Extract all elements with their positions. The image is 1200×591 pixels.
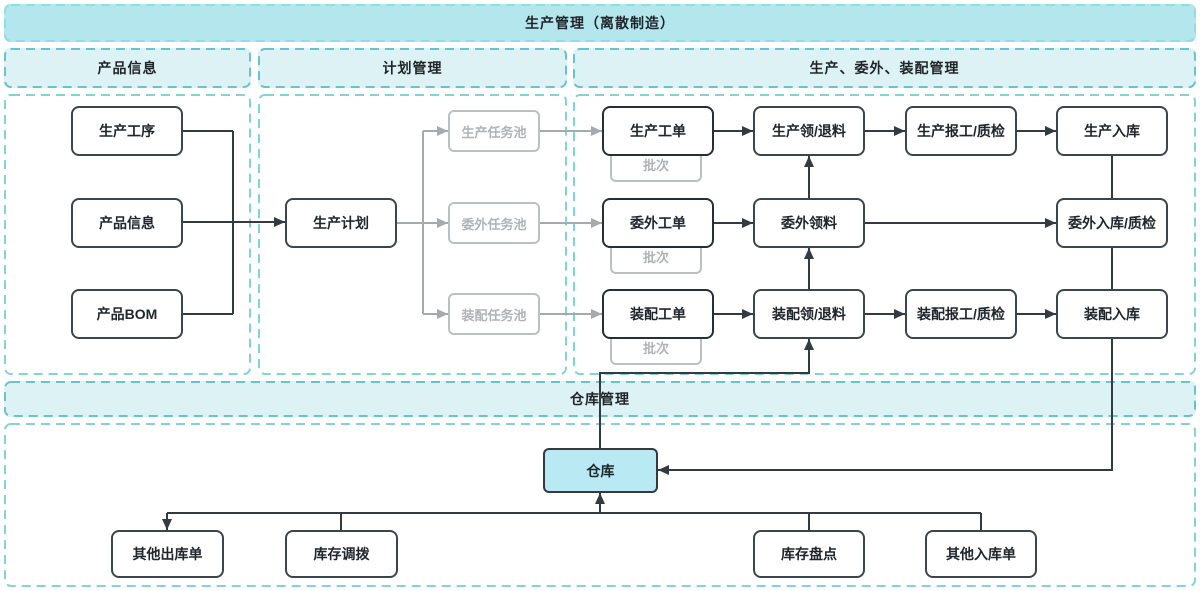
node-outsource-task-pool: 委外任务池 [448,202,540,244]
node-outsource-work-order: 委外工单 [602,198,714,248]
node-production-inbound: 生产入库 [1056,106,1168,156]
node-production-pick-return: 生产领/退料 [753,106,865,156]
banner-warehouse-management-title: 仓库管理 [570,391,630,407]
node-production-report-qc: 生产报工/质检 [905,106,1017,156]
node-assembly-work-order: 装配工单 [602,289,714,339]
node-production-task-pool: 生产任务池 [448,110,540,152]
node-other-outbound-order: 其他出库单 [111,530,224,578]
node-other-inbound-order: 其他入库单 [925,530,1037,578]
node-stock-transfer: 库存调拨 [285,530,398,578]
banner-production-management: 生产管理（离散制造） [4,4,1196,42]
section-header-product-info-title: 产品信息 [97,60,158,76]
section-header-production-management-title: 生产、委外、装配管理 [809,60,960,76]
node-product-bom: 产品BOM [71,289,183,339]
section-header-product-info: 产品信息 [4,48,251,88]
node-production-process: 生产工序 [71,106,183,156]
node-production-work-order: 生产工单 [602,106,714,156]
node-warehouse: 仓库 [543,448,658,493]
node-product-info: 产品信息 [71,198,183,248]
node-assembly-pick-return: 装配领/退料 [753,289,865,339]
node-outsource-inbound-qc: 委外入库/质检 [1056,198,1168,248]
node-assembly-task-pool: 装配任务池 [448,293,540,335]
node-stock-count: 库存盘点 [753,530,865,578]
section-header-plan-management-title: 计划管理 [382,60,443,76]
banner-warehouse-management: 仓库管理 [4,381,1196,417]
node-assembly-inbound: 装配入库 [1056,289,1168,339]
node-production-plan: 生产计划 [285,198,397,248]
section-header-plan-management: 计划管理 [258,48,567,88]
node-outsource-pick: 委外领料 [753,198,865,248]
section-header-production-management: 生产、委外、装配管理 [573,48,1196,88]
banner-production-management-title: 生产管理（离散制造） [525,15,675,31]
node-assembly-report-qc: 装配报工/质检 [905,289,1017,339]
